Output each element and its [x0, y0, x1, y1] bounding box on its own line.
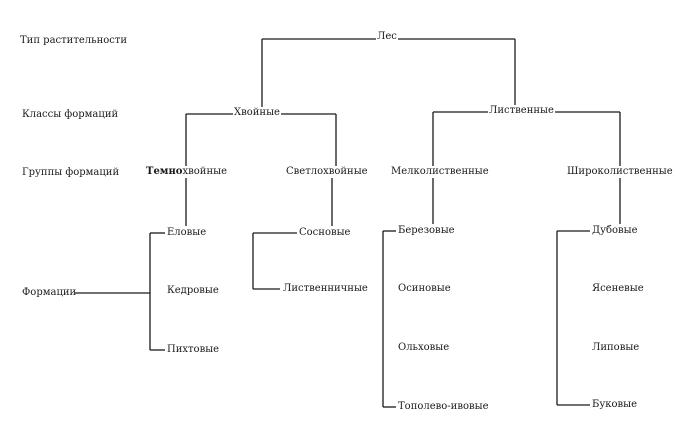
formation-fir: Пихтовые	[166, 344, 221, 356]
formation-poplar-willow: Тополево-ивовые	[397, 401, 490, 413]
node-deciduous: Лиственные	[488, 105, 555, 117]
row-label-formation-classes: Классы формаций	[22, 109, 119, 120]
formation-cedar: Кедровые	[166, 285, 220, 297]
formation-beech: Буковые	[591, 399, 639, 411]
formation-birch: Березовые	[397, 225, 456, 237]
node-light-coniferous: Светлохвойные	[285, 166, 369, 178]
node-dark-coniferous: Темнохвойные	[145, 166, 228, 178]
formation-pine: Сосновые	[298, 227, 352, 239]
node-coniferous: Хвойные	[233, 107, 281, 119]
row-label-formation-groups: Группы формаций	[22, 167, 120, 178]
formation-ash: Ясеневые	[591, 283, 645, 295]
node-broad-leaved: Широколиственные	[566, 166, 674, 178]
node-forest: Лес	[376, 31, 398, 43]
node-dark-coniferous-rest: хвойные	[182, 166, 227, 177]
node-small-leaved: Мелколиственные	[390, 166, 490, 178]
formation-alder: Ольховые	[397, 342, 451, 354]
formation-larch: Лиственничные	[282, 283, 369, 295]
formation-spruce: Еловые	[166, 227, 208, 239]
formation-oak: Дубовые	[591, 225, 639, 237]
formation-linden: Липовые	[591, 342, 641, 354]
node-dark-coniferous-prefix: Темно	[146, 166, 183, 177]
row-label-vegetation-type: Тип растительности	[20, 35, 128, 46]
formation-aspen: Осиновые	[397, 283, 452, 295]
row-label-formations: Формации	[22, 287, 77, 298]
